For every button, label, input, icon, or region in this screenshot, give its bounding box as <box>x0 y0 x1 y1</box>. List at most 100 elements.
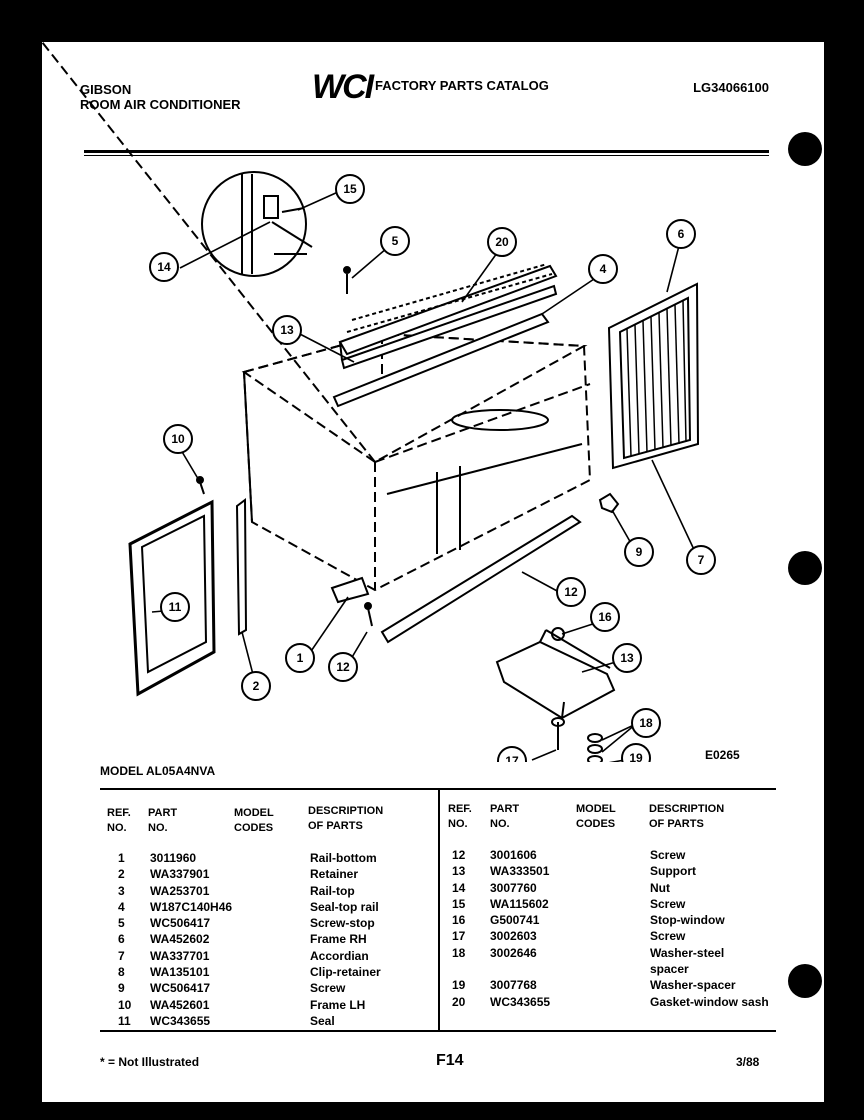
table-row-part: WA253701 <box>150 883 210 898</box>
callout-9: 10 <box>163 424 193 454</box>
right-part-column: 3001606 WA333501 3007760 WA115602 G50074… <box>490 847 550 1010</box>
table-row-desc: Screw <box>650 848 686 862</box>
header-divider-thin <box>84 155 769 156</box>
table-row-desc: Gasket-window sash <box>650 994 769 1009</box>
binder-hole <box>788 964 822 998</box>
table-row-desc: Nut <box>650 880 670 895</box>
table-row-ref: 3 <box>118 883 125 898</box>
table-row-desc: Support <box>650 864 696 879</box>
svg-text:15: 15 <box>343 182 357 196</box>
svg-text:6: 6 <box>678 227 685 241</box>
catalog-title: FACTORY PARTS CATALOG <box>375 78 549 93</box>
table-row-part: 3011960 <box>150 851 197 865</box>
table-row-desc: spacer <box>650 962 689 977</box>
catalog-number: LG34066100 <box>693 80 769 95</box>
table-row-ref: 19 <box>452 978 466 993</box>
detail-inset-circle <box>201 171 307 277</box>
callout-15: 17 <box>497 746 527 762</box>
table-row-ref: 20 <box>452 994 466 1009</box>
header-ref-right: REF.NO. <box>448 803 472 830</box>
callout-20: 20 <box>487 227 517 257</box>
table-row-part: 3007760 <box>490 880 537 895</box>
callout-7: 7 <box>686 545 716 575</box>
wci-logo: WCI <box>312 68 374 106</box>
svg-text:12: 12 <box>564 585 578 599</box>
svg-text:18: 18 <box>639 716 653 730</box>
revision-date: 3/88 <box>736 1055 760 1069</box>
table-row-part: WC506417 <box>150 981 211 996</box>
table-row-desc: Frame LH <box>310 997 366 1012</box>
table-row-desc: Screw <box>650 929 686 944</box>
svg-text:19: 19 <box>629 751 643 762</box>
svg-text:20: 20 <box>495 235 509 249</box>
table-row-part <box>490 961 550 977</box>
callout-6: 6 <box>666 219 696 249</box>
table-row-part: WA115602 <box>490 896 549 911</box>
table-row-part: WC343655 <box>150 1013 211 1028</box>
callout-2: 2 <box>241 671 271 701</box>
right-desc-column: Screw Support Nut Screw Stop-window Scre… <box>650 847 769 1010</box>
table-row-ref: 16 <box>452 913 466 928</box>
callout-13-top: 13 <box>272 315 302 345</box>
table-row-ref: 2 <box>118 867 125 882</box>
cabinet-outline <box>42 42 592 592</box>
callout-16: 14 <box>149 252 179 282</box>
table-row-ref: 11 <box>118 1013 131 1028</box>
table-row-ref: 18 <box>452 945 466 960</box>
table-row-desc: Washer-spacer <box>650 978 736 993</box>
table-row-desc: Rail-bottom <box>310 851 377 865</box>
callout-1: 1 <box>285 643 315 673</box>
footnote: * = Not Illustrated <box>100 1055 200 1069</box>
table-row-ref: 12 <box>452 848 466 862</box>
binder-hole <box>788 132 822 166</box>
callout-10: 11 <box>160 592 190 622</box>
table-top-rule <box>100 788 776 790</box>
table-row-desc: Rail-top <box>310 883 355 898</box>
table-row-part: WC343655 <box>490 994 551 1009</box>
svg-text:11: 11 <box>169 600 182 614</box>
svg-text:12: 12 <box>336 660 350 674</box>
svg-text:14: 14 <box>157 260 171 274</box>
callout-19: 19 <box>621 743 651 762</box>
table-row-ref: 15 <box>452 896 466 911</box>
left-part-column: 3011960 WA337901 WA253701 W187C140H46 WC… <box>150 850 232 1029</box>
table-row-ref: 17 <box>452 929 466 944</box>
svg-text:2: 2 <box>253 679 260 693</box>
table-row-desc: Screw <box>650 896 686 911</box>
table-row-ref: 8 <box>118 965 125 980</box>
table-row-part: WA337701 <box>150 948 210 963</box>
page-number: F14 <box>436 1052 464 1069</box>
svg-text:4: 4 <box>600 262 607 276</box>
svg-text:7: 7 <box>698 553 705 567</box>
table-center-rule <box>438 790 440 1030</box>
callout-12: 12 <box>328 652 358 682</box>
table-row-part: 3002603 <box>490 929 537 944</box>
table-row-part: G500741 <box>490 913 540 928</box>
table-row-desc: Screw <box>310 981 346 996</box>
table-row-ref: 14 <box>452 880 466 895</box>
table-row-part: WA333501 <box>490 864 550 879</box>
table-bottom-rule <box>100 1030 776 1032</box>
table-row-part: WA452602 <box>150 932 210 947</box>
table-row-ref: 5 <box>118 916 125 931</box>
svg-text:16: 16 <box>598 610 612 624</box>
table-row-desc: Clip-retainer <box>310 965 381 980</box>
table-row-ref <box>452 961 465 977</box>
callout-14: 16 <box>590 602 620 632</box>
table-row-ref: 6 <box>118 932 125 947</box>
table-row-ref: 4 <box>118 899 125 914</box>
table-row-part: WC506417 <box>150 916 211 931</box>
svg-text:13: 13 <box>620 651 634 665</box>
table-row-ref: 7 <box>118 948 125 963</box>
table-row-desc: Stop-window <box>650 913 725 928</box>
table-row-ref: 10 <box>118 997 132 1012</box>
callout-11: 12 <box>556 577 586 607</box>
table-row-desc: Accordian <box>310 948 369 963</box>
diagram-code: E0265 <box>705 748 740 762</box>
table-row-ref: 9 <box>118 981 125 996</box>
table-row-desc: Seal-top rail <box>310 899 379 914</box>
